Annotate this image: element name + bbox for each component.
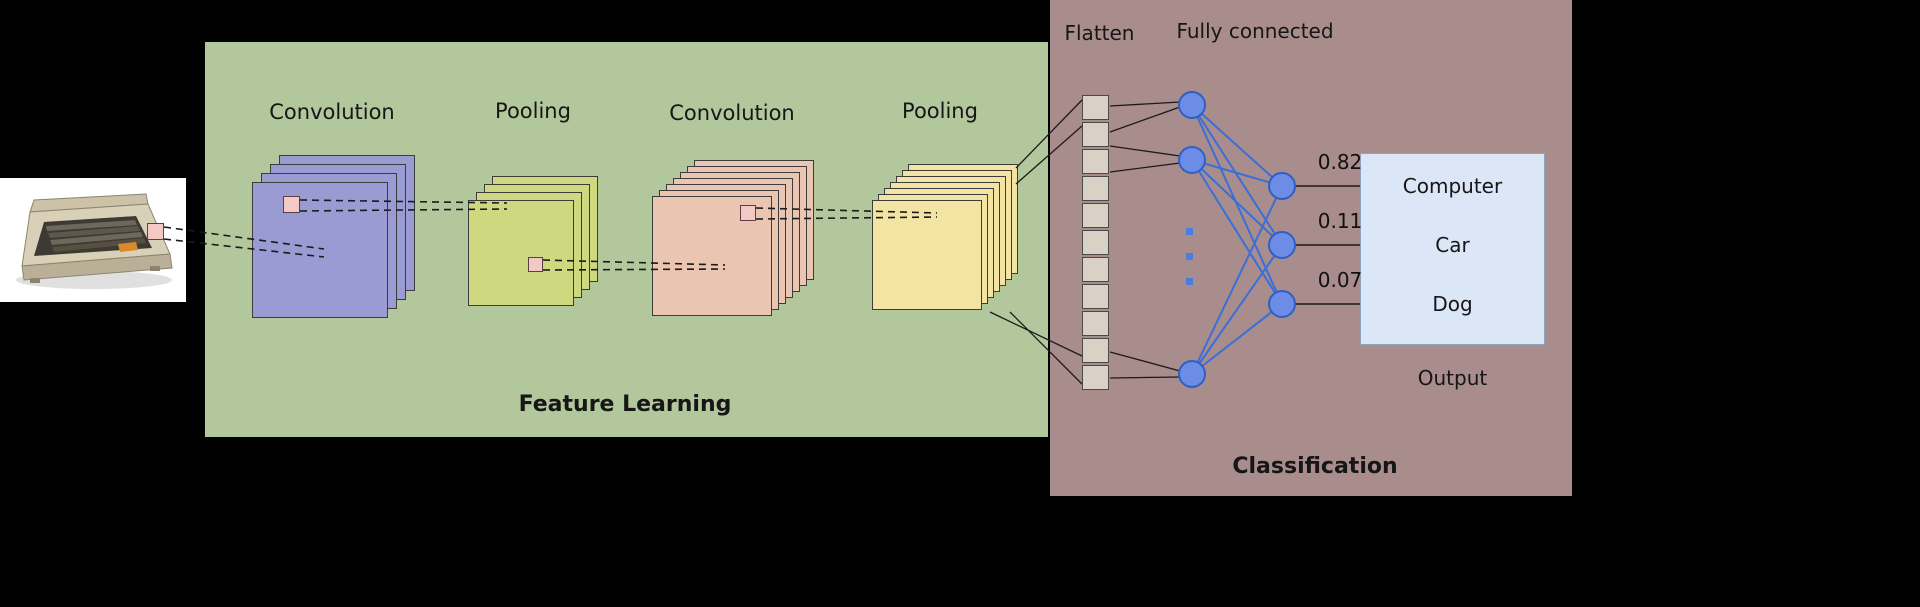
output-class-box <box>1360 153 1545 345</box>
output-label: Output <box>1417 366 1488 390</box>
flatten-cell <box>1082 122 1109 147</box>
pool1-patch-highlight <box>528 257 543 272</box>
flatten-cell <box>1082 257 1109 282</box>
pool2-label: Pooling <box>902 99 978 123</box>
ellipsis-dot <box>1186 228 1193 235</box>
score-car: 0.11 <box>1317 209 1363 233</box>
score-dog: 0.07 <box>1317 268 1363 292</box>
flatten-cell <box>1082 149 1109 174</box>
flatten-cell <box>1082 338 1109 363</box>
score-computer: 0.82 <box>1317 150 1363 174</box>
flatten-cell <box>1082 203 1109 228</box>
hidden-neuron <box>1178 146 1206 174</box>
pool1-label: Pooling <box>495 99 571 123</box>
conv1-feature-map <box>252 182 388 318</box>
conv1-label: Convolution <box>269 100 395 124</box>
conv1-patch-highlight <box>283 196 300 213</box>
output-neuron <box>1268 290 1296 318</box>
input-image <box>0 178 186 302</box>
flatten-cell <box>1082 176 1109 201</box>
class-label-computer: Computer <box>1402 174 1503 198</box>
flatten-label: Flatten <box>1064 21 1135 45</box>
feature-learning-title: Feature Learning <box>518 392 732 417</box>
conv2-label: Convolution <box>669 101 795 125</box>
pool2-feature-map <box>872 200 982 310</box>
output-neuron <box>1268 172 1296 200</box>
class-label-car: Car <box>1435 233 1470 257</box>
hidden-neuron <box>1178 360 1206 388</box>
conv2-patch-highlight <box>740 205 756 221</box>
flatten-cell <box>1082 311 1109 336</box>
flatten-cell <box>1082 284 1109 309</box>
hidden-neuron <box>1178 91 1206 119</box>
ellipsis-dot <box>1186 278 1193 285</box>
flatten-cell <box>1082 230 1109 255</box>
input-patch-highlight <box>147 223 164 240</box>
pool1-feature-map <box>468 200 574 306</box>
fully-connected-label: Fully connected <box>1176 19 1334 43</box>
ellipsis-dot <box>1186 253 1193 260</box>
classification-title: Classification <box>1232 454 1398 479</box>
flatten-cell <box>1082 365 1109 390</box>
flatten-cell <box>1082 95 1109 120</box>
class-label-dog: Dog <box>1432 292 1473 316</box>
output-neuron <box>1268 231 1296 259</box>
computer-image <box>0 178 186 302</box>
